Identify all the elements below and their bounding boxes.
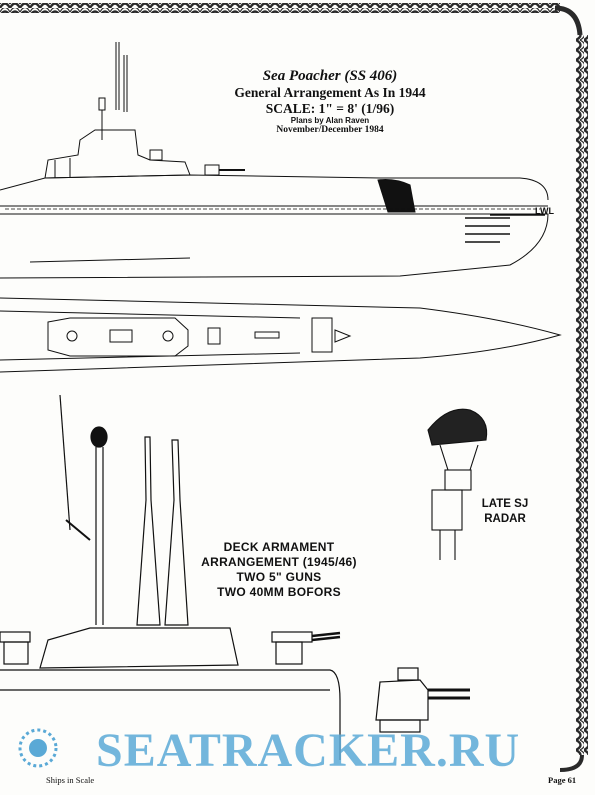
armament-caption-line: ARRANGEMENT (1945/46) [201, 555, 357, 569]
title-block: Sea Poacher (SS 406) General Arrangement… [200, 68, 460, 136]
arrangement-title: General Arrangement As In 1944 [234, 85, 426, 101]
sj-radar-detail [427, 408, 488, 560]
svg-text:SEATRACKER.RU: SEATRACKER.RU [96, 724, 520, 777]
deck-armament-detail [0, 394, 470, 760]
radar-caption-line: LATE SJ [481, 498, 529, 510]
waterline-label: LWL [535, 206, 554, 216]
armament-caption-line: DECK ARMAMENT [223, 540, 335, 554]
page-number: Page 61 [548, 775, 577, 785]
rope-border [0, 3, 588, 772]
scale-text: SCALE: 1" = 8' (1/96) [265, 100, 395, 116]
profile-view [0, 42, 549, 279]
magazine-name: Ships in Scale [46, 775, 95, 785]
plan-view [0, 297, 562, 373]
deck-armament-caption: DECK ARMAMENT ARRANGEMENT (1945/46) TWO … [198, 540, 360, 600]
credit-text: Plans by Alan Raven [290, 116, 370, 126]
ship-name: Sea Poacher (SS 406) [262, 68, 398, 84]
radar-caption-line: RADAR [484, 512, 526, 525]
issue-date: November/December 1984 [276, 125, 384, 136]
watermark-logo: SEATRACKER.RU [18, 724, 520, 777]
armament-caption-line: TWO 40MM BOFORS [217, 585, 341, 599]
armament-caption-line: TWO 5" GUNS [236, 570, 322, 584]
radar-caption: LATE SJ RADAR [470, 497, 540, 527]
